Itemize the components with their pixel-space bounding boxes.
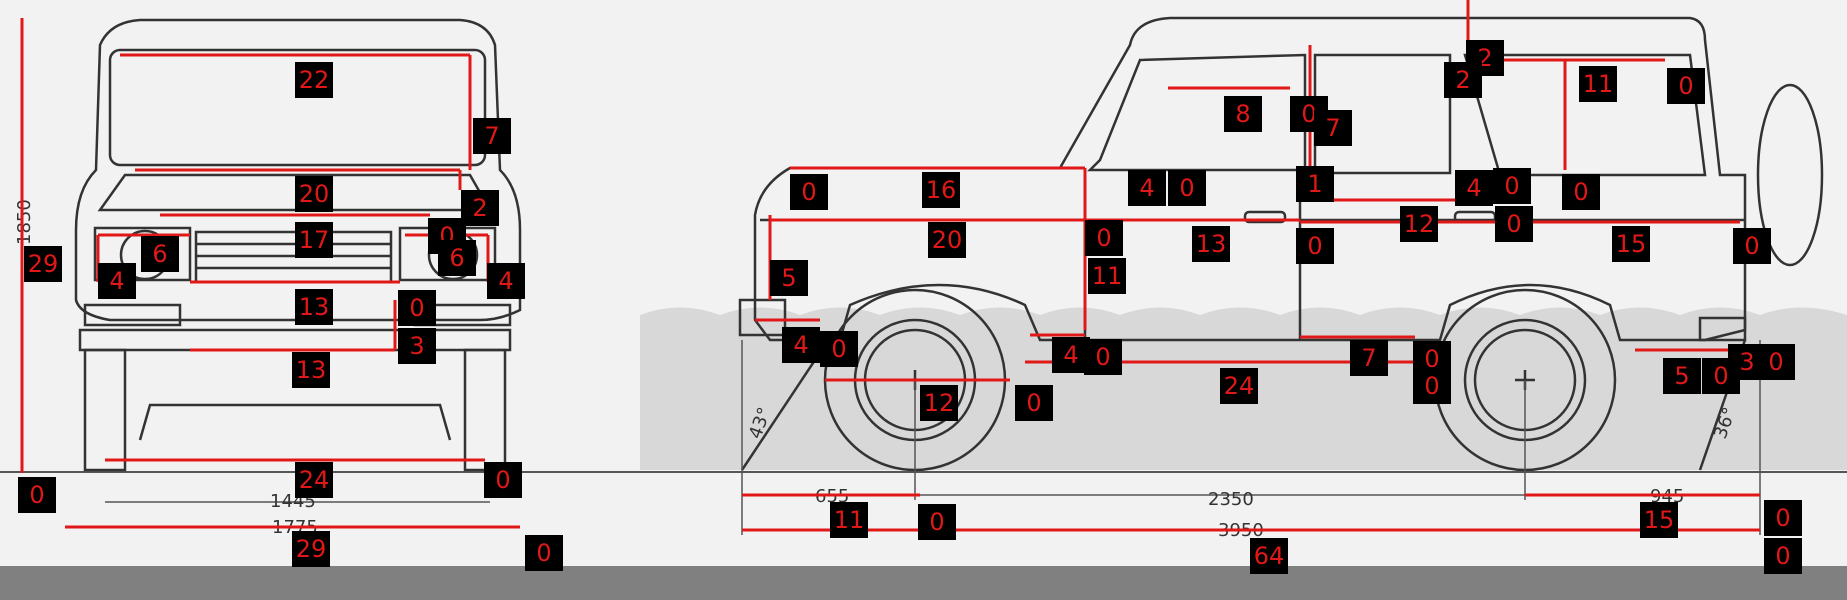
measurement-tag: 0 <box>1413 368 1451 404</box>
measurement-tag: 7 <box>473 118 511 154</box>
measurement-tag: 5 <box>770 260 808 296</box>
measurement-tag: 4 <box>1128 170 1166 206</box>
measurement-tag: 7 <box>1314 110 1352 146</box>
front-height-label: 1850 <box>14 199 35 245</box>
measurement-tag: 0 <box>1764 538 1802 574</box>
measurement-tag: 7 <box>1350 340 1388 376</box>
measurement-tag: 13 <box>1192 226 1230 262</box>
measurement-tag: 0 <box>918 504 956 540</box>
measurement-tag: 0 <box>1084 339 1122 375</box>
wheelbase-label: 2350 <box>1208 489 1254 510</box>
measurement-tag: 0 <box>1085 220 1123 256</box>
measurement-tag: 11 <box>1579 66 1617 102</box>
measurement-tag: 3 <box>398 328 436 364</box>
measurement-tag: 0 <box>1296 228 1334 264</box>
measurement-tag: 4 <box>1052 337 1090 373</box>
measurement-tag: 0 <box>1733 228 1771 264</box>
measurement-tag: 0 <box>1015 385 1053 421</box>
measurement-tag: 2 <box>461 190 499 226</box>
measurement-tag: 4 <box>487 263 525 299</box>
measurement-tag: 0 <box>1667 68 1705 104</box>
measurement-tag: 64 <box>1250 538 1288 574</box>
measurement-tag: 15 <box>1612 226 1650 262</box>
measurement-tag: 0 <box>820 331 858 367</box>
measurement-tag: 1 <box>1296 166 1334 202</box>
measurement-tag: 13 <box>295 289 333 325</box>
measurement-tag: 29 <box>292 531 330 567</box>
measurement-tag: 2 <box>1444 62 1482 98</box>
measurement-tag: 11 <box>830 502 868 538</box>
measurement-tag: 0 <box>1757 344 1795 380</box>
measurement-tag: 13 <box>292 352 330 388</box>
measurement-tag: 0 <box>1495 206 1533 242</box>
measurement-tag: 20 <box>928 222 966 258</box>
measurement-tag: 12 <box>920 385 958 421</box>
measurement-tag: 0 <box>790 174 828 210</box>
measurement-tag: 0 <box>398 290 436 326</box>
measurement-tag: 0 <box>525 535 563 571</box>
footer-bar <box>0 566 1847 600</box>
measurement-tag: 29 <box>24 246 62 282</box>
measurement-tag: 0 <box>18 477 56 513</box>
measurement-tag: 0 <box>1168 170 1206 206</box>
measurement-tag: 4 <box>782 327 820 363</box>
measurement-tag: 0 <box>1562 174 1600 210</box>
measurement-tag: 0 <box>484 462 522 498</box>
measurement-tag: 5 <box>1663 358 1701 394</box>
measurement-tag: 16 <box>922 172 960 208</box>
measurement-tag: 0 <box>1764 500 1802 536</box>
measurement-tag: 6 <box>141 236 179 272</box>
measurement-tag: 0 <box>1493 168 1531 204</box>
measurement-tag: 8 <box>1224 96 1262 132</box>
measurement-tag: 4 <box>1455 170 1493 206</box>
measurement-tag: 17 <box>295 222 333 258</box>
measurement-tag: 11 <box>1088 258 1126 294</box>
measurement-tag: 22 <box>295 62 333 98</box>
measurement-tag: 15 <box>1640 502 1678 538</box>
measurement-tag: 6 <box>438 240 476 276</box>
measurement-tag: 24 <box>295 462 333 498</box>
measurement-tag: 24 <box>1220 368 1258 404</box>
measurement-tag: 4 <box>98 263 136 299</box>
measurement-tag: 20 <box>295 176 333 212</box>
measurement-tag: 12 <box>1400 206 1438 242</box>
